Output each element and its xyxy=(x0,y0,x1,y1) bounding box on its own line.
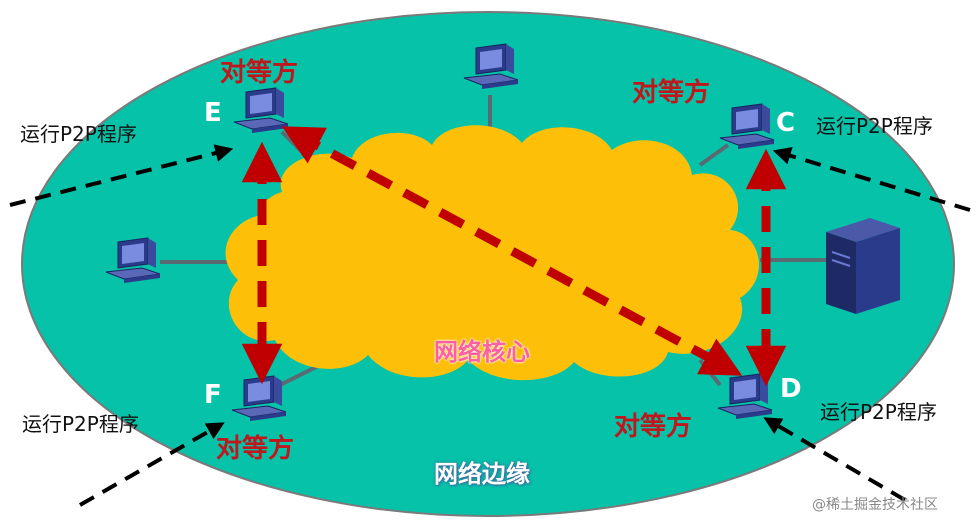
run-p2p-label-c: 运行P2P程序 xyxy=(816,114,933,138)
network-core-label: 网络核心 xyxy=(434,338,530,366)
run-p2p-label-d: 运行P2P程序 xyxy=(820,400,937,424)
watermark: @稀土掘金技术社区 xyxy=(812,497,938,513)
network-edge-label: 网络边缘 xyxy=(434,460,530,488)
node-label-e: E xyxy=(204,98,222,128)
server-tower-icon xyxy=(826,218,900,314)
node-label-d: D xyxy=(780,374,802,404)
node-label-f: F xyxy=(204,380,222,410)
run-p2p-label-f: 运行P2P程序 xyxy=(22,412,139,436)
peer-label-f: 对等方 xyxy=(216,434,295,464)
peer-label-c: 对等方 xyxy=(632,78,711,108)
peer-label-d: 对等方 xyxy=(614,412,693,442)
run-program-arrows xyxy=(9,144,971,507)
peer-label-e: 对等方 xyxy=(220,58,299,88)
peer-arrows xyxy=(241,126,787,387)
run-p2p-label-e: 运行P2P程序 xyxy=(20,122,137,146)
node-label-c: C xyxy=(776,108,796,138)
